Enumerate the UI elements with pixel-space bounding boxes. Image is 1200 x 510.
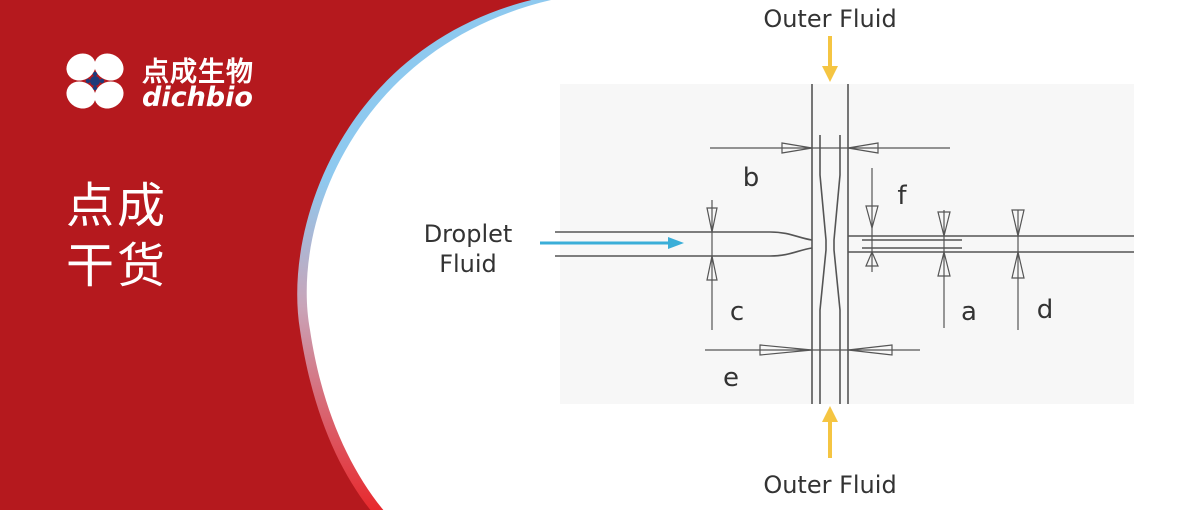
dimension-label-b: b: [743, 163, 760, 193]
outer-fluid-bottom-label: Outer Fluid: [763, 471, 896, 499]
dimension-markers: [705, 142, 1025, 356]
vertical-channel: [811, 84, 849, 404]
outer-fluid-arrow-top: [822, 36, 838, 82]
dimension-label-c: c: [730, 297, 744, 327]
dimension-label-e: e: [723, 363, 739, 393]
brand-name-chinese: 点成生物: [142, 57, 254, 88]
tagline-line-2: 干货: [66, 238, 169, 294]
outer-fluid-arrow-bottom: [822, 406, 838, 458]
brand-name-english: dichbio: [142, 82, 253, 113]
brand-logo[interactable]: 点成生物 dichbio: [62, 48, 272, 118]
droplet-fluid-label-line1: Droplet: [424, 220, 513, 248]
tagline-line-1: 点成: [66, 178, 169, 234]
droplet-fluid-label-line2: Fluid: [439, 250, 497, 278]
horizontal-channel: [555, 231, 1134, 257]
clover-logo-icon: [66, 53, 124, 109]
red-panel: [0, 0, 533, 510]
dimension-label-a: a: [961, 297, 977, 327]
droplet-fluid-arrow: [540, 237, 684, 249]
dimension-label-d: d: [1037, 295, 1054, 325]
outer-fluid-top-label: Outer Fluid: [763, 5, 896, 33]
dimension-label-f: f: [897, 181, 907, 211]
